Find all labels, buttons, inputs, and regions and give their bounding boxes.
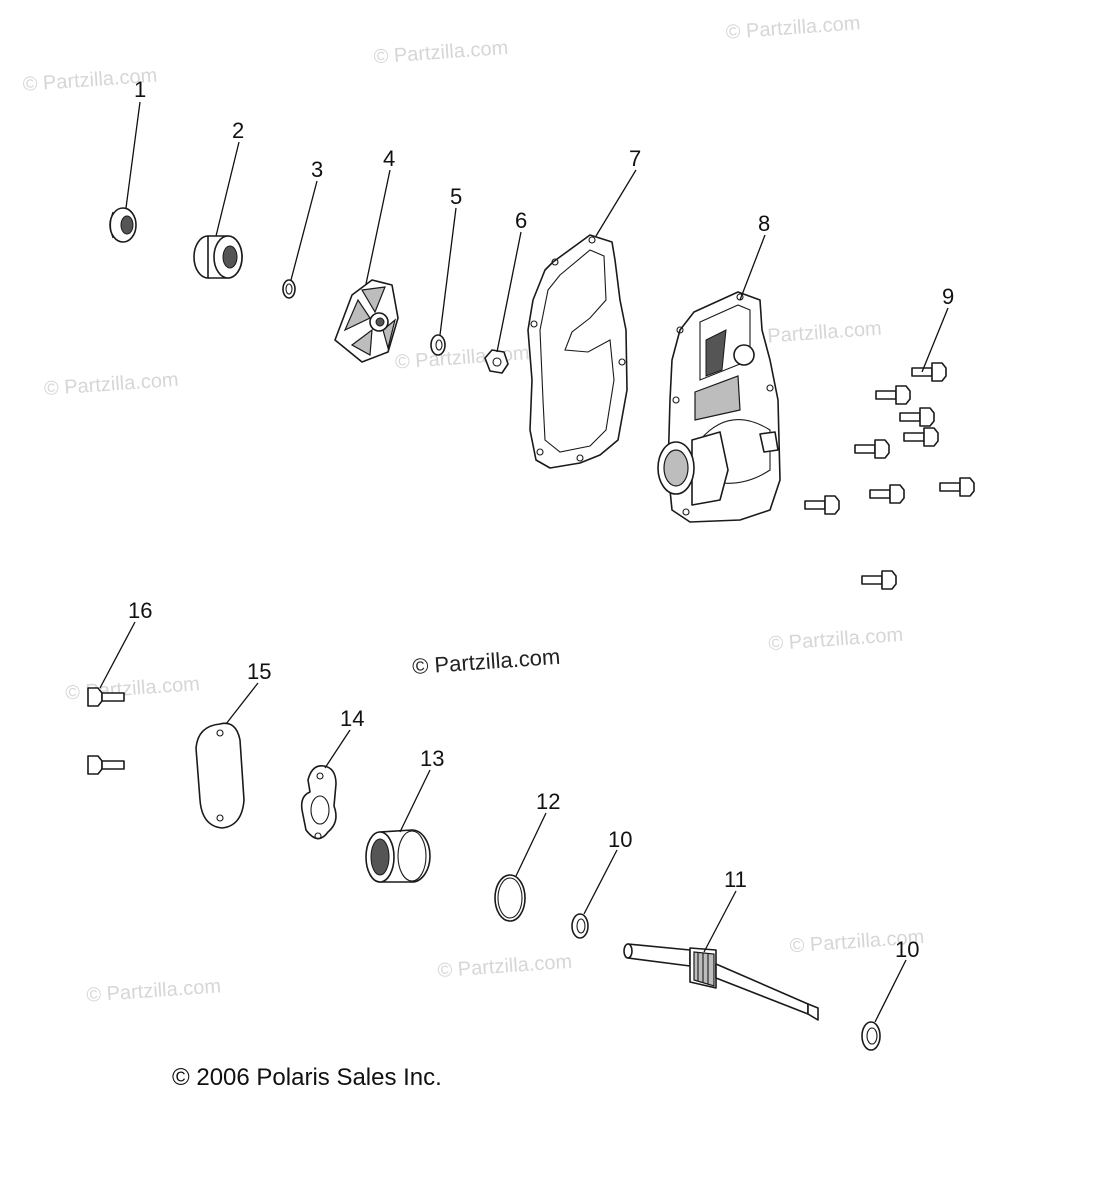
watermark: © Partzilla.com [394, 342, 530, 373]
watermark: © Partzilla.com [65, 673, 201, 704]
part-14-gasket [300, 764, 337, 840]
callout-12: 12 [536, 789, 560, 814]
leader-line [515, 812, 547, 877]
part-1-seal [109, 207, 137, 243]
screw [869, 484, 905, 504]
screw [939, 477, 975, 497]
leader-line [225, 682, 259, 725]
part-5-washer [430, 334, 446, 356]
watermark-layer: © Partzilla.com © Partzilla.com © Partzi… [22, 12, 925, 1006]
screw [911, 362, 947, 382]
callout-3: 3 [311, 157, 323, 182]
leader-line [595, 169, 637, 237]
part-13-bushing [365, 829, 431, 883]
screw [804, 495, 840, 515]
watermark: © Partzilla.com [86, 975, 222, 1006]
callout-13: 13 [420, 746, 444, 771]
part-11-shaft [623, 943, 819, 1021]
watermark: © Partzilla.com [768, 624, 904, 655]
callout-10: 10 [895, 937, 919, 962]
part-4-impeller [334, 279, 399, 363]
part-6-nut [484, 349, 509, 374]
leader-line [921, 307, 949, 373]
screw [875, 385, 911, 405]
leader-line [399, 769, 431, 833]
leader-line [125, 101, 141, 209]
leader-line [739, 234, 766, 301]
part-10-washer [861, 1021, 881, 1051]
leader-line [365, 169, 391, 285]
watermark: © Partzilla.com [43, 369, 179, 400]
leader-line [324, 729, 351, 769]
bolt [87, 687, 125, 707]
center-watermark: © Partzilla.com [411, 644, 561, 679]
leader-line [439, 207, 457, 336]
callout-1: 1 [134, 77, 146, 102]
callout-14: 14 [340, 706, 364, 731]
screw [903, 427, 939, 447]
part-16-bolts [87, 687, 125, 775]
leader-line [874, 959, 907, 1023]
screw [861, 570, 897, 590]
part-8-cover [657, 291, 781, 523]
callout-8: 8 [758, 211, 770, 236]
part-2-bearing [193, 235, 243, 279]
callout-15: 15 [247, 659, 271, 684]
part-9-screws [804, 362, 975, 590]
watermark: © Partzilla.com [437, 951, 573, 982]
part-7-gasket [527, 234, 628, 469]
leader-line [290, 180, 318, 281]
leader-line [703, 890, 737, 953]
leader-line [99, 621, 136, 689]
callout-5: 5 [450, 184, 462, 209]
screw [854, 439, 890, 459]
callout-11: 11 [724, 867, 747, 892]
callout-7: 7 [629, 146, 641, 171]
watermark: © Partzilla.com [725, 12, 861, 43]
watermark: © Partzilla.com [746, 318, 882, 349]
part-10-washer [571, 913, 589, 939]
part-12-o-ring [494, 874, 526, 922]
callout-6: 6 [515, 208, 527, 233]
callout-10: 10 [608, 827, 632, 852]
leader-line [583, 849, 618, 915]
bolt [87, 755, 125, 775]
screw [899, 407, 935, 427]
copyright-notice: © 2006 Polaris Sales Inc. [172, 1064, 442, 1091]
part-15-cover-plate [195, 722, 245, 829]
callout-16: 16 [128, 598, 152, 623]
part-3-snap-ring [282, 279, 296, 299]
leader-line [496, 231, 522, 353]
callout-4: 4 [383, 146, 395, 171]
callout-2: 2 [232, 118, 244, 143]
callout-9: 9 [942, 284, 954, 309]
watermark: © Partzilla.com [373, 37, 509, 68]
leader-line [215, 141, 240, 237]
